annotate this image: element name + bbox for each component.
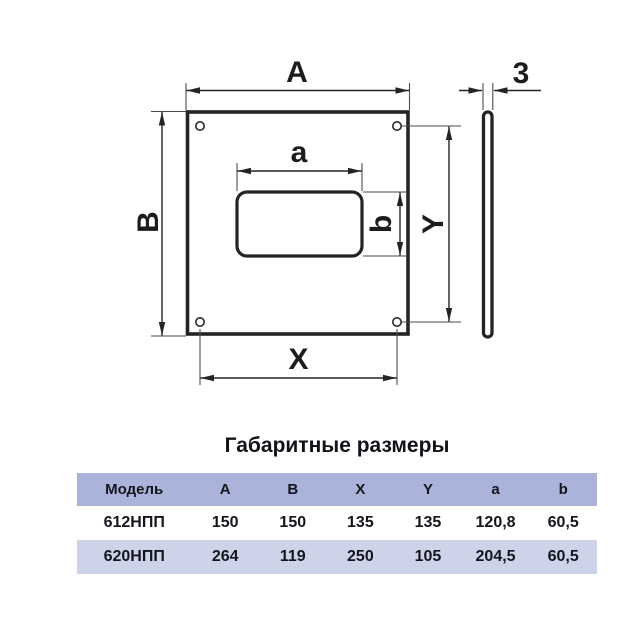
table-title: Габаритные размеры [224,434,450,457]
cell-Y: 105 [414,548,442,565]
mounting-hole-bottom-left [195,316,206,327]
dimension-B-label: B [132,211,165,233]
dimension-a: a [236,136,363,191]
cell-b: 60,5 [547,548,579,565]
cell-B: 150 [279,514,307,531]
dimension-X: X [199,329,398,385]
dimension-A-label: A [286,56,308,89]
dimension-b: b [363,191,406,257]
cell-model: 612НПП [103,514,165,531]
header-b: b [558,481,568,498]
header-Y: Y [422,481,433,498]
table-row-620npp: 620НПП 264 119 250 105 204,5 60,5 [77,540,597,574]
cell-X: 250 [347,548,374,565]
header-model: Модель [105,481,164,498]
header-a: a [491,481,500,498]
dimension-Y-label: Y [417,214,450,234]
cell-A: 150 [211,514,239,531]
mounting-hole-top-right [391,121,402,132]
cell-a: 120,8 [475,514,516,531]
table-row-612npp: 612НПП 150 150 135 135 120,8 60,5 [77,506,597,540]
duct-cutout [235,190,364,258]
dimension-thickness-label: 3 [513,57,530,90]
mounting-hole-bottom-right [391,316,402,327]
dimension-b-label: b [365,215,398,233]
side-view-plate [481,110,494,339]
dimension-X-label: X [288,343,308,376]
technical-drawing: A B a b Y [132,56,541,385]
cell-A: 264 [211,548,239,565]
cell-X: 135 [347,514,374,531]
header-A: A [219,481,231,498]
cell-b: 60,5 [547,514,579,531]
table-header-row: Модель A B X Y a b [77,473,597,506]
mounting-hole-top-left [195,121,206,132]
dimension-a-label: a [291,136,308,169]
cell-Y: 135 [414,514,442,531]
dimension-B: B [132,110,186,337]
header-B: B [287,481,299,498]
dimension-thickness: 3 [459,57,541,110]
header-X: X [355,481,366,498]
cell-model: 620НПП [103,548,165,565]
dimensions-table: Модель A B X Y a b 612НПП 150 150 135 13… [77,473,597,574]
dimension-A: A [185,56,411,110]
cell-B: 119 [279,548,306,565]
dimension-Y: Y [402,125,461,323]
cell-a: 204,5 [475,548,516,565]
front-view-plate [185,110,410,336]
